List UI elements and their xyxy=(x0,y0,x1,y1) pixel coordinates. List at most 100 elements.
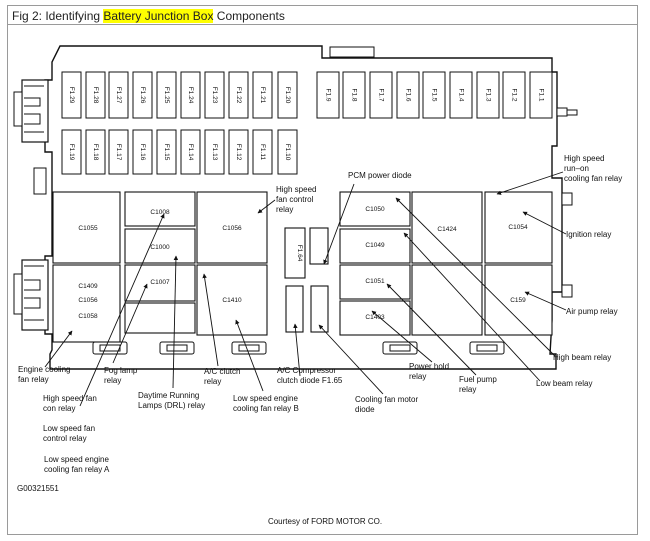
relay-c1051: C1051 xyxy=(365,278,385,285)
relay-c1049: C1049 xyxy=(365,242,385,249)
fuse-f1-21: F1.21 xyxy=(252,71,273,119)
svg-text:F1.17: F1.17 xyxy=(115,144,122,161)
svg-text:F1.10: F1.10 xyxy=(284,144,291,161)
svg-text:F1.23: F1.23 xyxy=(211,87,218,104)
title-highlight: Battery Junction Box xyxy=(103,9,214,23)
callout-low-beam-relay: Low beam relay xyxy=(536,379,592,388)
svg-text:F1.6: F1.6 xyxy=(404,88,411,101)
fuse-f1-8: F1.8 xyxy=(342,71,366,119)
left-connector-bottom xyxy=(13,259,49,331)
svg-text:F1.7: F1.7 xyxy=(377,88,384,101)
fuse-f1-3: F1.3 xyxy=(476,71,500,119)
svg-text:F1.13: F1.13 xyxy=(211,144,218,161)
relay-c1007: C1007 xyxy=(150,279,170,286)
fuse-f1-17: F1.17 xyxy=(108,129,129,175)
figure-id: G00321551 xyxy=(17,484,59,493)
leader-lines xyxy=(44,171,567,407)
figure-title: Fig 2: Identifying Battery Junction Box … xyxy=(12,9,285,23)
callout-high-beam-relay: High beam relay xyxy=(553,353,611,362)
svg-text:F1.25: F1.25 xyxy=(163,87,170,104)
svg-text:F1.2: F1.2 xyxy=(510,88,517,101)
junction-box-outline xyxy=(44,45,563,370)
svg-text:F1.20: F1.20 xyxy=(284,87,291,104)
svg-text:F1.5: F1.5 xyxy=(430,88,437,101)
fuse-f1-7: F1.7 xyxy=(369,71,393,119)
title-suffix: Components xyxy=(213,9,285,23)
left-connector-top xyxy=(13,79,49,143)
fuse-f1-23: F1.23 xyxy=(204,71,225,119)
relay-labels: C1055 C1409 C1056 C1058 C1008 C1000 C100… xyxy=(78,206,528,321)
callout-pcm-power-diode: PCM power diode xyxy=(348,171,412,180)
fuse-f1-25: F1.25 xyxy=(156,71,177,119)
fuse-f1-64: F1.64 xyxy=(296,245,303,262)
fuse-f1-10: F1.10 xyxy=(277,129,298,175)
callout-air-pump-relay: Air pump relay xyxy=(566,307,618,316)
figure-frame xyxy=(7,5,638,535)
svg-text:F1.28: F1.28 xyxy=(92,87,99,104)
fuse-f1-1: F1.1 xyxy=(529,71,553,119)
fuse-f1-22: F1.22 xyxy=(228,71,249,119)
fuse-f1-27: F1.27 xyxy=(108,71,129,119)
relay-c1409: C1409 xyxy=(78,283,98,290)
fuse-f1-5: F1.5 xyxy=(422,71,446,119)
svg-text:F1.22: F1.22 xyxy=(235,87,242,104)
left-tab-small xyxy=(33,167,47,195)
fuse-f1-14: F1.14 xyxy=(180,129,201,175)
fuse-f1-29: F1.29 xyxy=(61,71,82,119)
fuse-f1-13: F1.13 xyxy=(204,129,225,175)
fuse-group: F1.29 F1.28 F1.27 F1.26 F1.25 F1.24 F1.23 F1.22… xyxy=(61,71,553,175)
credit-line: Courtesy of FORD MOTOR CO. xyxy=(267,517,383,526)
relay-c1055: C1055 xyxy=(78,225,98,232)
relay-c1410: C1410 xyxy=(222,297,242,304)
relay-c1054: C1054 xyxy=(508,224,528,231)
svg-text:F1.19: F1.19 xyxy=(68,144,75,161)
relay-c1056: C1056 xyxy=(222,225,242,232)
fuse-f1-15: F1.15 xyxy=(156,129,177,175)
relay-c159: C159 xyxy=(510,297,526,304)
svg-text:F1.18: F1.18 xyxy=(92,144,99,161)
svg-text:F1.12: F1.12 xyxy=(235,144,242,161)
fuse-f1-28: F1.28 xyxy=(85,71,106,119)
relay-c1056b: C1056 xyxy=(78,297,98,304)
fuse-f1-6: F1.6 xyxy=(396,71,420,119)
fuse-f1-12: F1.12 xyxy=(228,129,249,175)
svg-text:F1.26: F1.26 xyxy=(139,87,146,104)
relay-c1008: C1008 xyxy=(150,209,170,216)
title-prefix: Fig 2: Identifying xyxy=(12,9,104,23)
relay-c1058: C1058 xyxy=(78,313,98,320)
fuse-f1-24: F1.24 xyxy=(180,71,201,119)
fuse-f1-16: F1.16 xyxy=(132,129,153,175)
relay-c1000: C1000 xyxy=(150,244,170,251)
svg-text:F1.14: F1.14 xyxy=(187,144,194,161)
relay-c1050: C1050 xyxy=(365,206,385,213)
bottom-tabs xyxy=(92,341,505,355)
relay-c1424: C1424 xyxy=(437,226,457,233)
svg-text:F1.24: F1.24 xyxy=(187,87,194,104)
svg-text:F1.9: F1.9 xyxy=(324,88,331,101)
svg-text:F1.3: F1.3 xyxy=(484,88,491,101)
svg-text:F1.16: F1.16 xyxy=(139,144,146,161)
svg-text:F1.1: F1.1 xyxy=(537,88,544,101)
svg-text:F1.8: F1.8 xyxy=(350,88,357,101)
fuse-f1-11: F1.11 xyxy=(252,129,273,175)
fuse-f1-9: F1.9 xyxy=(316,71,340,119)
svg-text:F1.27: F1.27 xyxy=(115,87,122,104)
fuse-f1-26: F1.26 xyxy=(132,71,153,119)
fuse-f1-2: F1.2 xyxy=(502,71,526,119)
svg-text:F1.4: F1.4 xyxy=(457,88,464,101)
right-tabs xyxy=(556,107,578,298)
